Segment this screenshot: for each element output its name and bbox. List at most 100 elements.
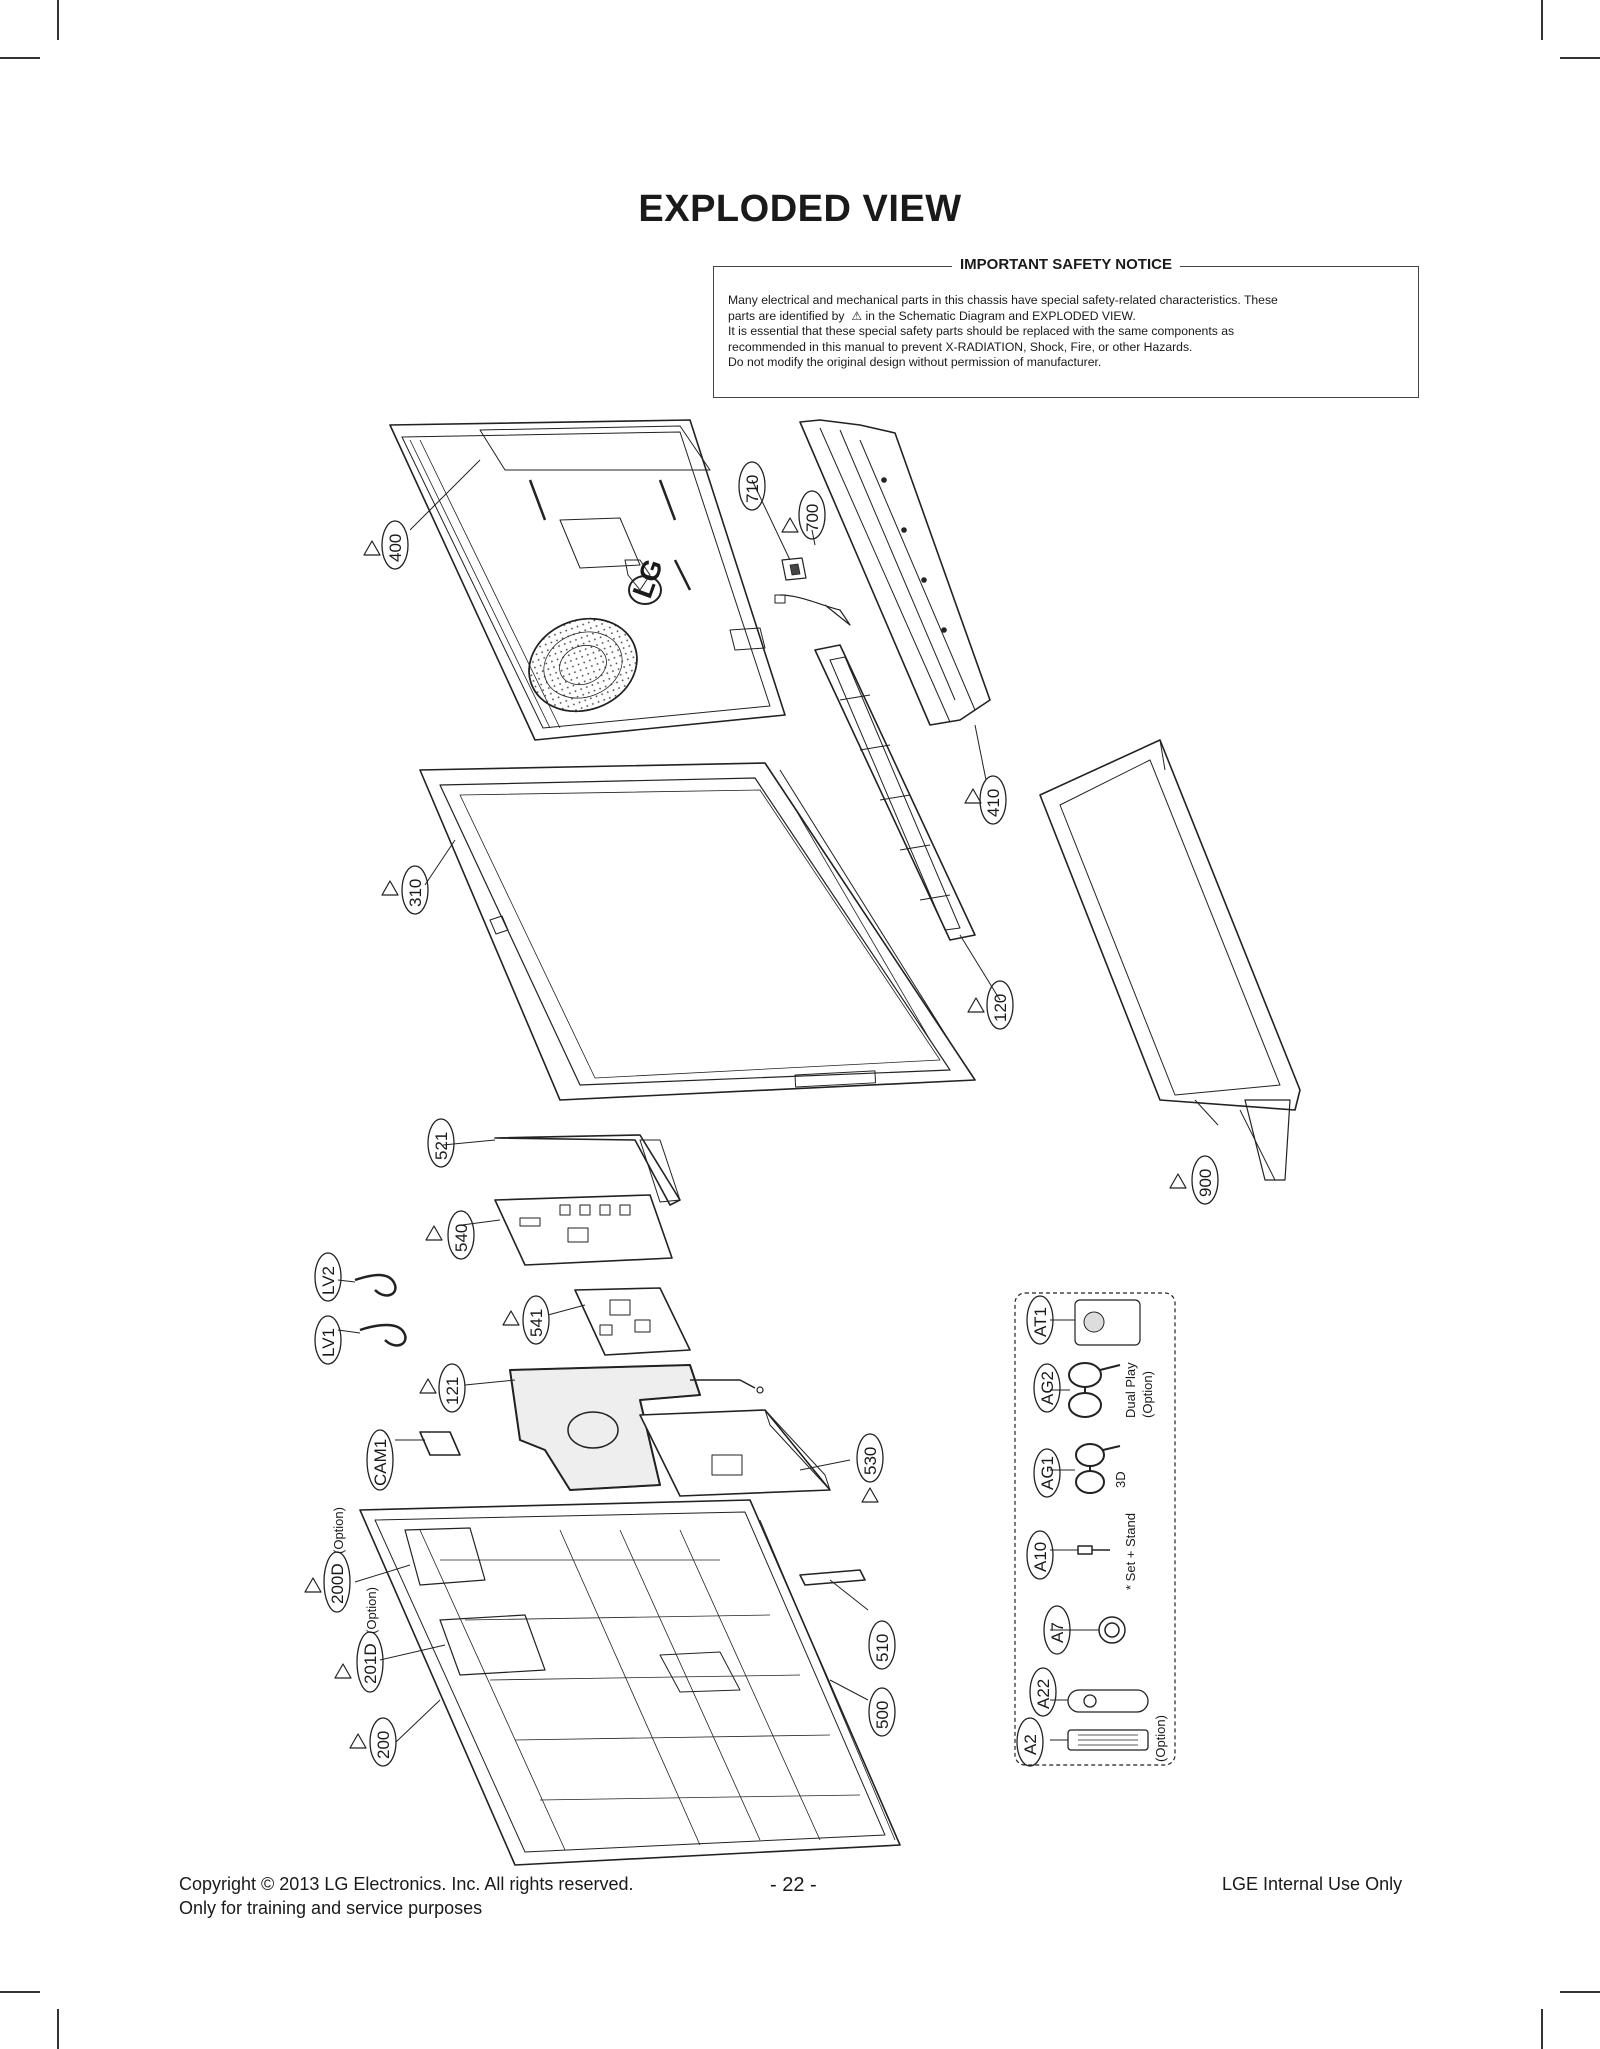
lcd-module-part	[359, 1499, 901, 1866]
crop-mark	[1560, 1991, 1600, 1993]
callout-120: 120	[991, 994, 1010, 1022]
accessories-box	[1014, 1292, 1176, 1766]
callout-cam1: CAM1	[371, 1439, 390, 1486]
notice-line: parts are identified by ⚠ in the Schemat…	[728, 308, 1136, 323]
dual-play-label: Dual Play	[1123, 1362, 1138, 1418]
cable-lv2-part	[354, 1273, 397, 1297]
callout-oval	[979, 775, 1007, 825]
crop-mark	[1541, 2009, 1543, 2049]
notice-title: IMPORTANT SAFETY NOTICE	[952, 256, 1180, 273]
callout-200: 200	[374, 1731, 393, 1759]
warning-triangle-icon	[964, 788, 982, 804]
callout-a2: A2	[1021, 1734, 1040, 1755]
callout-oval	[314, 1252, 342, 1302]
camera-part	[419, 1431, 461, 1456]
notice-line: It is essential that these special safet…	[728, 324, 1235, 338]
warning-triangle-icon	[381, 880, 399, 896]
crop-mark	[1541, 0, 1543, 40]
crop-mark	[0, 57, 40, 59]
callout-oval	[868, 1687, 896, 1737]
callout-oval	[427, 1118, 455, 1168]
callout-710: 710	[743, 475, 762, 503]
callout-ag2: AG2	[1038, 1371, 1057, 1405]
callout-oval	[798, 490, 826, 540]
callout-oval	[438, 1363, 466, 1413]
callout-oval	[381, 520, 409, 570]
callout-a10: A10	[1031, 1542, 1050, 1572]
callout-oval	[1033, 1363, 1061, 1413]
ir-sensor-icon	[1074, 1299, 1141, 1346]
callout-510: 510	[873, 1634, 892, 1662]
notice-line: Many electrical and mechanical parts in …	[728, 293, 1278, 307]
callout-lv1: LV1	[319, 1328, 338, 1357]
callout-oval	[868, 1620, 896, 1670]
side-frame-part	[799, 419, 991, 726]
warning-triangle-icon	[781, 517, 799, 533]
magic-remote-icon	[1067, 1689, 1149, 1713]
callout-200d: 200D	[328, 1563, 347, 1604]
callout-oval	[738, 461, 766, 511]
crop-mark	[57, 0, 59, 40]
callout-oval	[1043, 1605, 1071, 1655]
warning-triangle-icon	[967, 997, 985, 1013]
callout-540: 540	[452, 1224, 471, 1252]
set-stand-label: * Set + Stand	[1123, 1513, 1138, 1590]
callout-ag1: AG1	[1038, 1456, 1057, 1490]
screw-icon	[1077, 1545, 1110, 1555]
keypad-510-part	[799, 1569, 866, 1586]
callout-a7: A7	[1048, 1622, 1067, 1643]
warning-triangle-icon: ⚠	[851, 308, 863, 323]
leader-lines	[337, 459, 1219, 1743]
stand-part	[1039, 739, 1301, 1181]
callout-oval	[856, 1433, 884, 1483]
notice-body: Many electrical and mechanical parts in …	[728, 293, 1406, 371]
callout-121: 121	[443, 1377, 462, 1405]
back-cover-part	[389, 419, 786, 741]
callout-201d: 201D	[361, 1643, 380, 1684]
callout-oval	[1191, 1155, 1219, 1205]
callout-lv2: LV2	[319, 1266, 338, 1295]
callout-oval	[401, 865, 429, 915]
copyright-text: Copyright © 2013 LG Electronics. Inc. Al…	[179, 1874, 634, 1894]
warning-triangle-icon	[334, 1663, 352, 1679]
callout-310: 310	[406, 879, 425, 907]
cable-holder-icon	[1098, 1616, 1126, 1644]
remote-option-label: (Option)	[1153, 1715, 1168, 1762]
warning-triangle-icon	[425, 1225, 443, 1241]
callout-521: 521	[432, 1132, 451, 1160]
page-title: EXPLODED VIEW	[638, 188, 962, 230]
callout-oval	[314, 1315, 342, 1365]
dual-play-option-label: (Option)	[1140, 1371, 1155, 1418]
callout-oval	[522, 1295, 550, 1345]
callout-oval	[369, 1717, 397, 1767]
3d-label: 3D	[1113, 1471, 1128, 1488]
warning-triangle-icon	[502, 1310, 520, 1326]
callout-530: 530	[861, 1447, 880, 1475]
front-bezel-part	[419, 762, 976, 1101]
callout-at1: AT1	[1031, 1307, 1050, 1337]
warning-triangle-icon	[363, 540, 381, 556]
callout-oval	[1026, 1295, 1054, 1345]
callout-oval	[447, 1210, 475, 1260]
glasses-icon	[1068, 1362, 1121, 1418]
callout-700: 700	[803, 504, 822, 532]
purpose-text: Only for training and service purposes	[179, 1898, 483, 1918]
callout-oval	[1033, 1448, 1061, 1498]
crop-mark	[57, 2009, 59, 2049]
callout-a22: A22	[1034, 1679, 1053, 1709]
callout-oval	[356, 1631, 384, 1693]
callout-500: 500	[873, 1701, 892, 1729]
option-label: (Option)	[331, 1507, 346, 1554]
warning-triangle-icon	[349, 1733, 367, 1749]
callout-oval	[1026, 1530, 1054, 1580]
board-521-part	[494, 1134, 681, 1206]
sensor-lens-icon	[1083, 1311, 1105, 1333]
page-number: - 22 -	[770, 1874, 817, 1896]
badge-part	[774, 557, 851, 626]
warning-triangle-icon	[861, 1487, 879, 1503]
safety-notice: IMPORTANT SAFETY NOTICE Many electrical …	[713, 256, 1419, 398]
callout-oval	[366, 1429, 394, 1491]
frame-121-part	[509, 1364, 764, 1491]
glasses-icon	[1075, 1443, 1121, 1494]
